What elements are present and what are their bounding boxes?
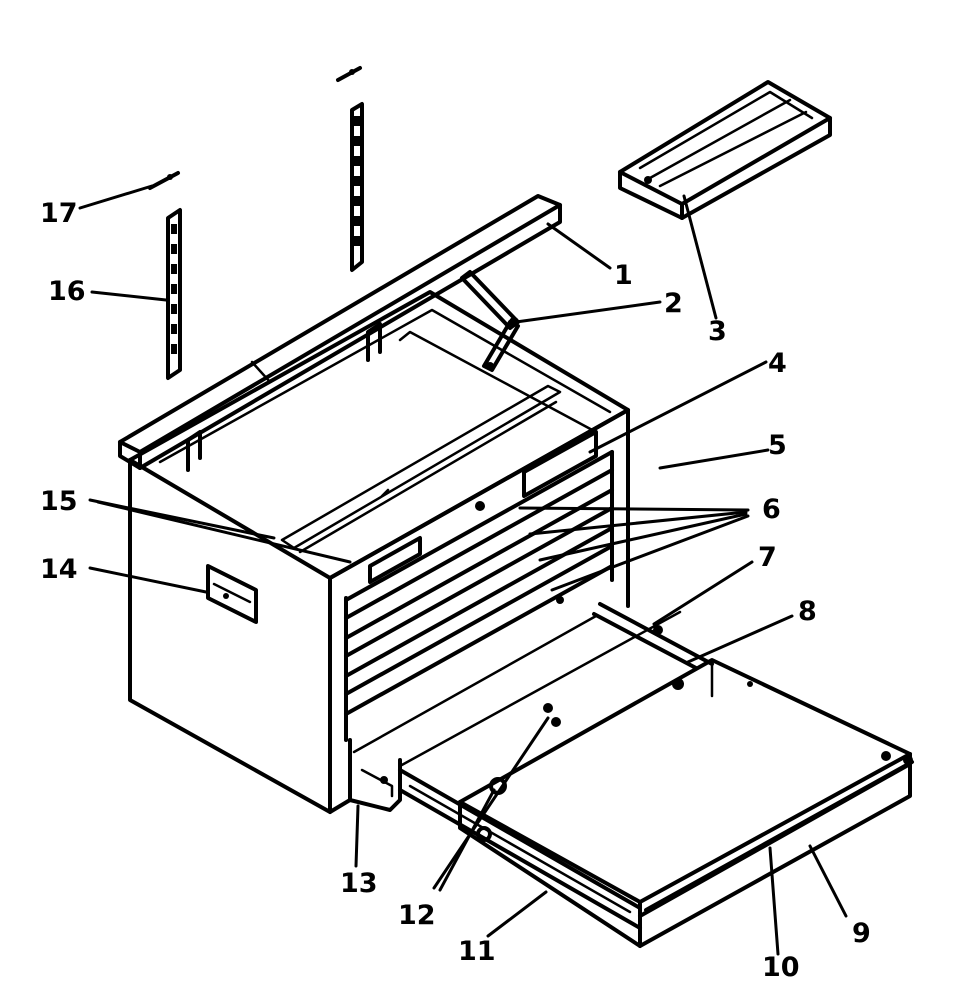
leader-6b bbox=[528, 510, 748, 536]
leader-6d bbox=[550, 514, 750, 592]
leader-8 bbox=[686, 614, 794, 664]
leader-7 bbox=[652, 560, 754, 626]
callout-8: 8 bbox=[798, 596, 817, 627]
callout-3: 3 bbox=[708, 316, 727, 347]
leader-5 bbox=[658, 448, 770, 470]
callout-13: 13 bbox=[340, 868, 378, 899]
leader-9 bbox=[808, 844, 848, 918]
leader-17 bbox=[78, 184, 154, 210]
hinge-pin-upper bbox=[336, 66, 362, 82]
leader-4 bbox=[588, 360, 768, 454]
leader-2 bbox=[514, 300, 662, 324]
tote-tray bbox=[618, 80, 832, 220]
leader-10 bbox=[768, 846, 780, 956]
leader-16 bbox=[90, 290, 168, 302]
callout-9: 9 bbox=[852, 918, 871, 949]
lid-stay bbox=[460, 270, 520, 372]
leader-11 bbox=[486, 890, 548, 938]
callout-6: 6 bbox=[762, 494, 781, 525]
callout-12: 12 bbox=[398, 900, 436, 931]
callout-16: 16 bbox=[48, 276, 86, 307]
leader-3 bbox=[682, 194, 718, 320]
leader-12a bbox=[432, 716, 550, 890]
leader-1 bbox=[546, 222, 612, 270]
leader-13 bbox=[354, 804, 360, 868]
hinge-strip-upper bbox=[350, 102, 364, 272]
leader-6c bbox=[538, 512, 748, 562]
hinge-strip-left bbox=[166, 208, 182, 380]
callout-4: 4 bbox=[768, 348, 787, 379]
hinge-pin-left bbox=[148, 171, 180, 190]
callout-10: 10 bbox=[762, 952, 800, 983]
bottom-drawer-open bbox=[348, 602, 914, 948]
leader-lines bbox=[78, 184, 848, 956]
callout-7: 7 bbox=[758, 542, 777, 573]
leader-14 bbox=[88, 566, 208, 594]
leader-15b bbox=[96, 500, 352, 564]
callout-17: 17 bbox=[40, 198, 78, 229]
callout-15: 15 bbox=[40, 486, 78, 517]
callout-11: 11 bbox=[458, 936, 496, 967]
leader-12b bbox=[438, 788, 496, 892]
callout-2: 2 bbox=[664, 288, 683, 319]
callout-1: 1 bbox=[614, 260, 633, 291]
callout-5: 5 bbox=[768, 430, 787, 461]
callouts: 1 2 3 4 5 6 7 8 9 10 11 12 13 14 15 16 1… bbox=[40, 198, 871, 983]
callout-14: 14 bbox=[40, 554, 78, 585]
leader-6a bbox=[518, 506, 750, 512]
chest-body bbox=[128, 290, 630, 814]
